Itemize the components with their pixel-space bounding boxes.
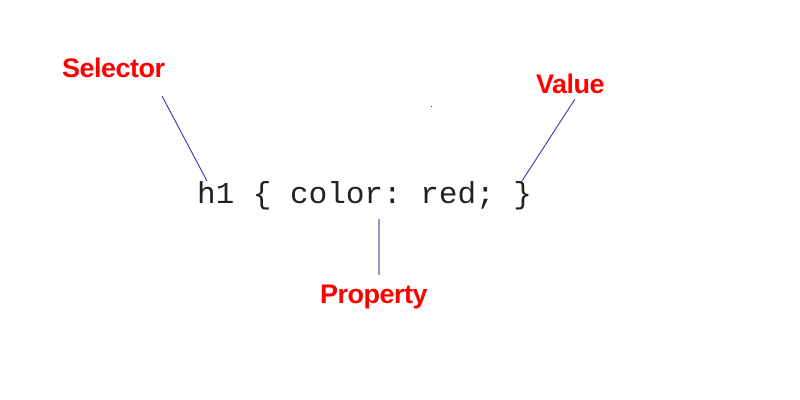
selector-leader-line xyxy=(161,95,208,182)
value-leader-line xyxy=(521,98,576,182)
property-label: Property xyxy=(320,279,428,309)
selector-label: Selector xyxy=(62,53,165,83)
css-rule-code: h1 { color: red; } xyxy=(197,178,532,213)
stray-dot xyxy=(431,106,432,107)
value-label: Value xyxy=(536,69,605,99)
